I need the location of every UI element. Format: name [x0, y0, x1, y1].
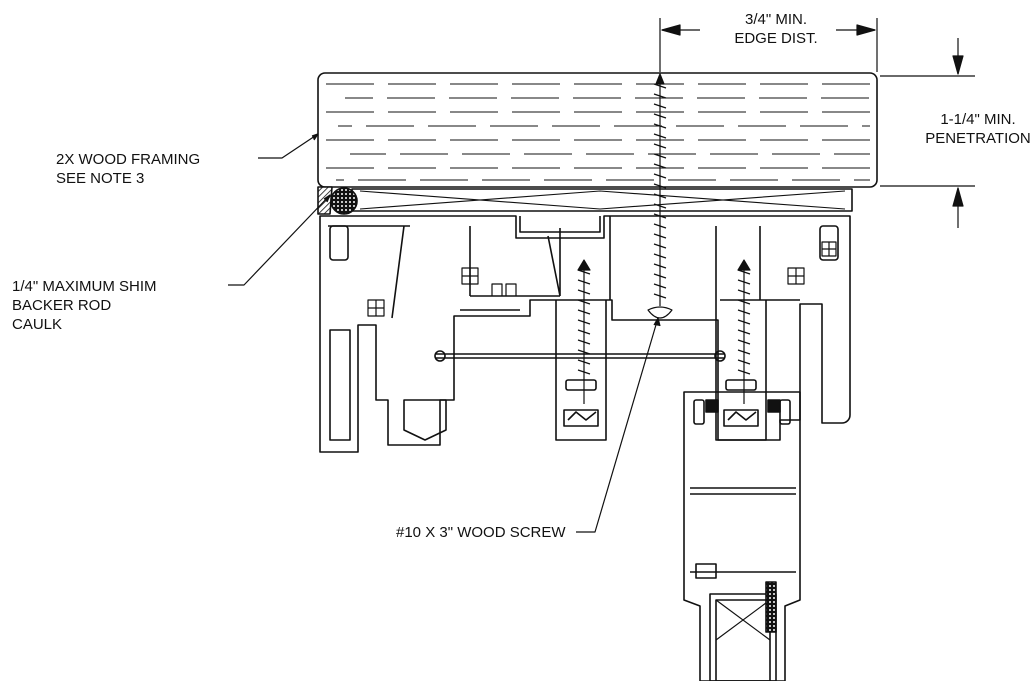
wood-screw	[647, 73, 673, 319]
wood-screw-line: #10 X 3" WOOD SCREW	[396, 524, 566, 541]
window-frame-profile	[319, 215, 851, 453]
edge-distance-label: 3/4" MIN. EDGE DIST.	[716, 10, 836, 48]
wood-framing-line-2: SEE NOTE 3	[56, 170, 145, 187]
wood-framing-line-1: 2X WOOD FRAMING	[56, 151, 201, 168]
penetration-line-1: 1-1/4" MIN.	[940, 111, 1016, 128]
penetration-label: 1-1/4" MIN. PENETRATION	[924, 110, 1032, 148]
wood-screw-label: #10 X 3" WOOD SCREW	[396, 523, 566, 542]
wood-framing-member	[317, 72, 878, 188]
leader-lines	[228, 133, 661, 533]
assembly-screws	[577, 259, 751, 404]
edge-distance-line-2: EDGE DIST.	[734, 30, 818, 47]
shim-line-1: 1/4" MAXIMUM SHIM	[12, 278, 157, 295]
wood-framing-label: 2X WOOD FRAMING SEE NOTE 3	[56, 150, 200, 188]
penetration-dimension	[880, 38, 975, 228]
edge-distance-dimension	[659, 18, 878, 72]
penetration-line-2: PENETRATION	[925, 130, 1031, 147]
backer-rod-and-caulk	[317, 186, 358, 215]
shim-line-3: CAULK	[12, 316, 63, 333]
shim	[351, 188, 853, 212]
shim-label: 1/4" MAXIMUM SHIM BACKER ROD CAULK	[12, 277, 157, 334]
sash-profile	[683, 391, 801, 681]
shim-line-2: BACKER ROD	[12, 297, 112, 314]
edge-distance-line-1: 3/4" MIN.	[744, 11, 807, 28]
